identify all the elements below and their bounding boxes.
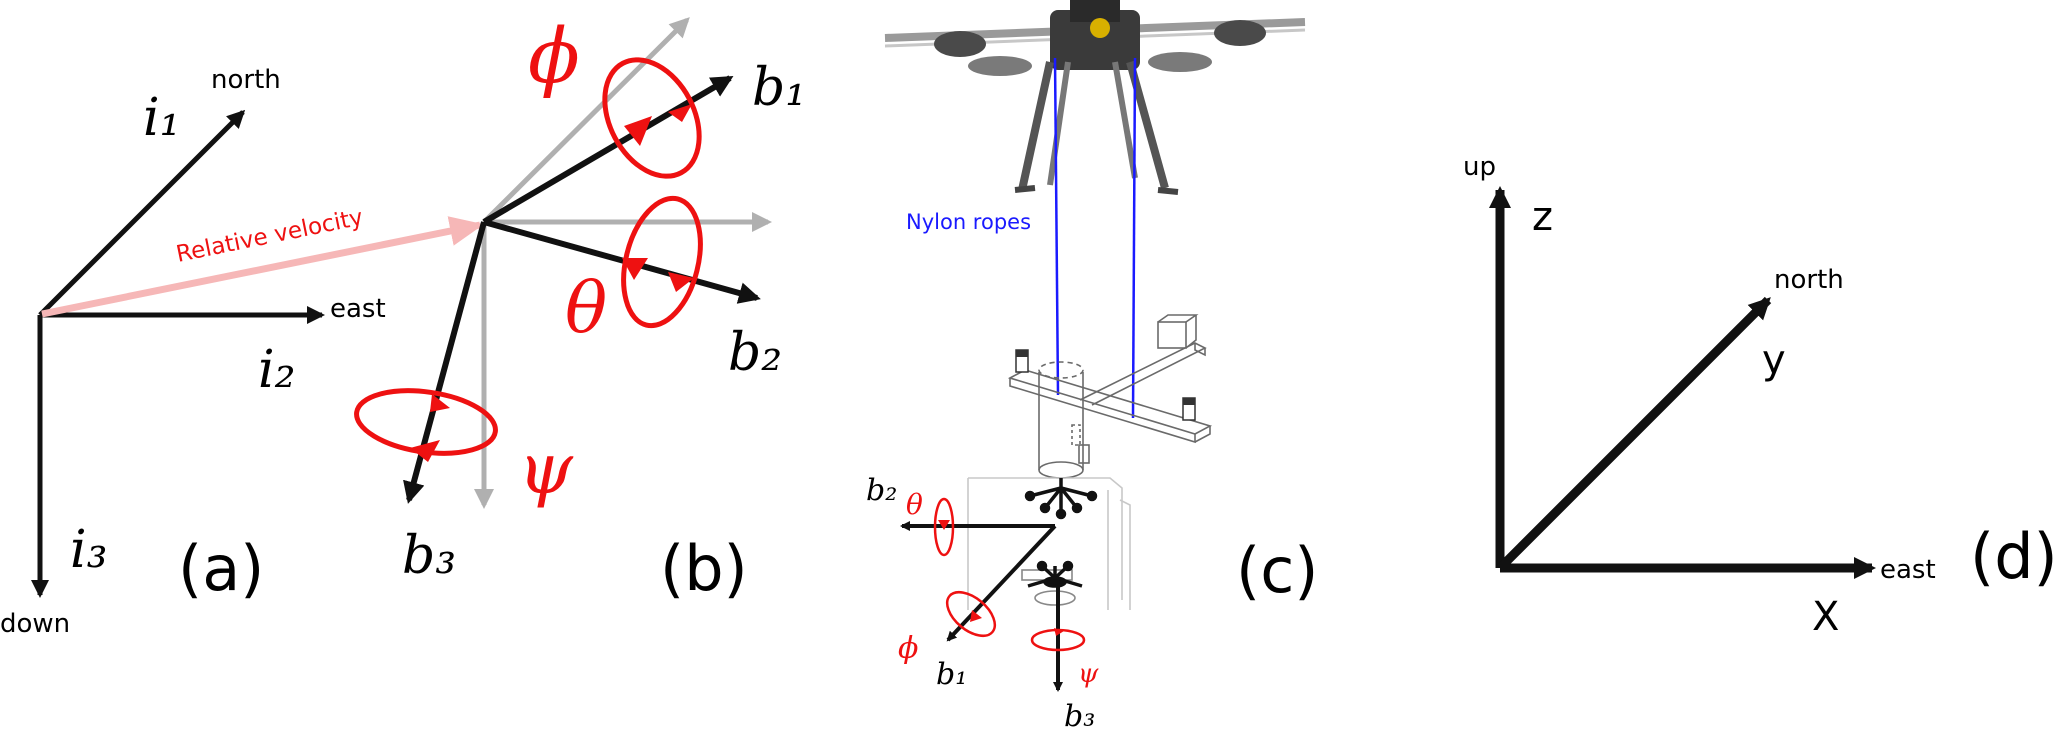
panel-b: ϕ θ ψ b₁ b₂ b₃ (b) — [354, 11, 806, 605]
i3-label: i₃ — [70, 520, 107, 580]
sensor-rig-drawing — [967, 314, 1213, 610]
c-phi-rotation-icon — [945, 590, 997, 638]
z-label: z — [1532, 194, 1553, 240]
c-b1-axis — [946, 524, 1057, 642]
panel-d-label: (d) — [1970, 520, 2058, 593]
i2-label: i₂ — [258, 340, 295, 400]
i1-label: i₁ — [143, 88, 180, 148]
b1-label: b₁ — [752, 58, 806, 118]
y-axis — [1496, 296, 1772, 572]
relative-velocity-label: Relative velocity — [174, 205, 365, 268]
panel-b-label: (b) — [660, 532, 748, 605]
b3-axis — [403, 221, 487, 504]
up-label: up — [1463, 152, 1496, 182]
c-theta-label: θ — [906, 488, 923, 521]
panel-a-label: (a) — [178, 532, 264, 605]
drone-image — [884, 0, 1306, 195]
ghost-north-axis — [482, 17, 690, 224]
panel-c: Nylon ropes — [866, 0, 1318, 732]
b2-axis — [483, 219, 761, 304]
b2-label: b₂ — [728, 323, 782, 383]
b3-label: b₃ — [402, 526, 456, 586]
c-b1-label: b₁ — [936, 657, 967, 692]
north-label: north — [1774, 265, 1844, 295]
north-axis — [38, 109, 246, 317]
psi-label: ψ — [518, 428, 574, 510]
phi-label: ϕ — [528, 11, 580, 100]
psi-rotation-icon — [354, 388, 498, 462]
sonic-head-lower — [1027, 560, 1083, 588]
x-label: X — [1812, 594, 1839, 640]
c-theta-rotation-icon — [933, 497, 955, 557]
sonic-head-upper — [1024, 478, 1098, 520]
east-label: east — [1880, 555, 1936, 585]
c-b2-label: b₂ — [866, 473, 897, 508]
c-phi-label: ϕ — [898, 631, 918, 666]
north-label: north — [211, 65, 281, 95]
panel-c-label: (c) — [1236, 534, 1318, 607]
panel-d: up north east z y X (d) — [1463, 152, 2058, 640]
nylon-rope-left — [1053, 57, 1060, 396]
c-psi-label: ψ — [1078, 659, 1099, 689]
relative-velocity-arrow — [41, 216, 484, 318]
y-label: y — [1762, 337, 1786, 383]
c-psi-rotation-icon — [1030, 628, 1086, 652]
east-label: east — [330, 294, 386, 324]
nylon-rope-right — [1131, 57, 1137, 419]
nylon-ropes-label: Nylon ropes — [906, 210, 1031, 234]
c-b3-label: b₃ — [1064, 699, 1095, 732]
theta-rotation-icon — [621, 195, 703, 329]
down-label: down — [0, 609, 70, 639]
phi-rotation-icon — [602, 57, 702, 179]
theta-label: θ — [565, 267, 607, 349]
